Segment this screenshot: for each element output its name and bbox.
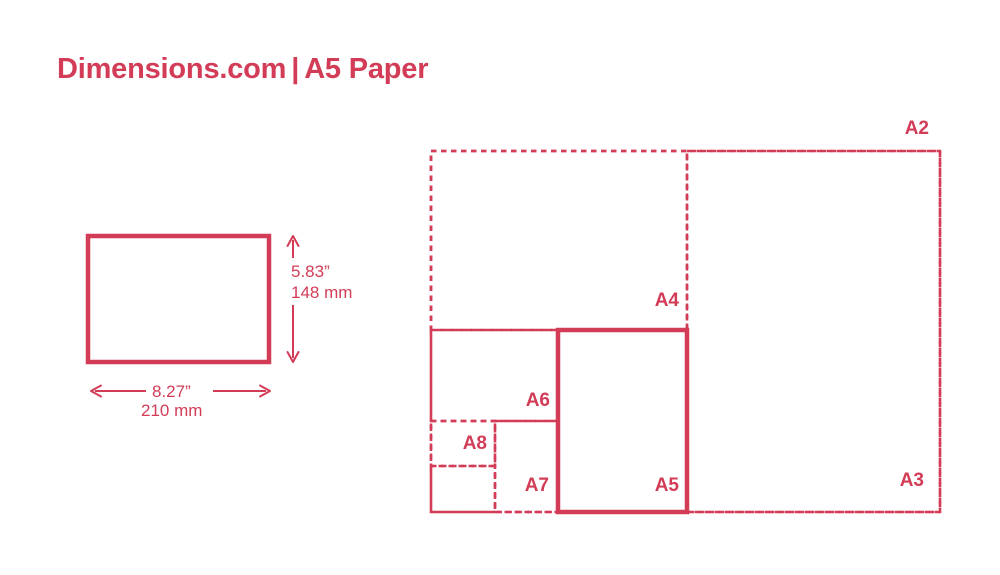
left-figure-group [85, 233, 300, 398]
box-A3 [685, 149, 942, 514]
height-dimension-arrow [286, 235, 300, 363]
height-millimeters: 148 mm [291, 283, 353, 302]
brand-name: Dimensions.com [57, 53, 287, 85]
label-A4: A4 [654, 290, 679, 311]
label-A2: A2 [904, 118, 929, 139]
label-A8: A8 [462, 433, 487, 454]
page-title: Dimensions.com|A5 Paper [57, 52, 429, 86]
label-A6: A6 [525, 390, 550, 411]
box-A9 [429, 464, 497, 514]
page-subject: A5 Paper [304, 53, 429, 85]
a5-paper-rect [85, 233, 272, 365]
width-inches: 8.27” [152, 382, 191, 401]
width-dimension-arrow [90, 384, 271, 398]
box-A5-highlighted [555, 327, 690, 515]
label-A7: A7 [524, 475, 549, 496]
box-A7 [493, 419, 560, 514]
width-millimeters: 210 mm [141, 401, 203, 420]
label-A5: A5 [654, 475, 679, 496]
height-inches: 5.83” [291, 262, 330, 281]
height-dimension-label: 5.83” 148 mm [291, 261, 352, 303]
label-A3: A3 [899, 470, 924, 491]
title-separator: | [291, 53, 300, 85]
